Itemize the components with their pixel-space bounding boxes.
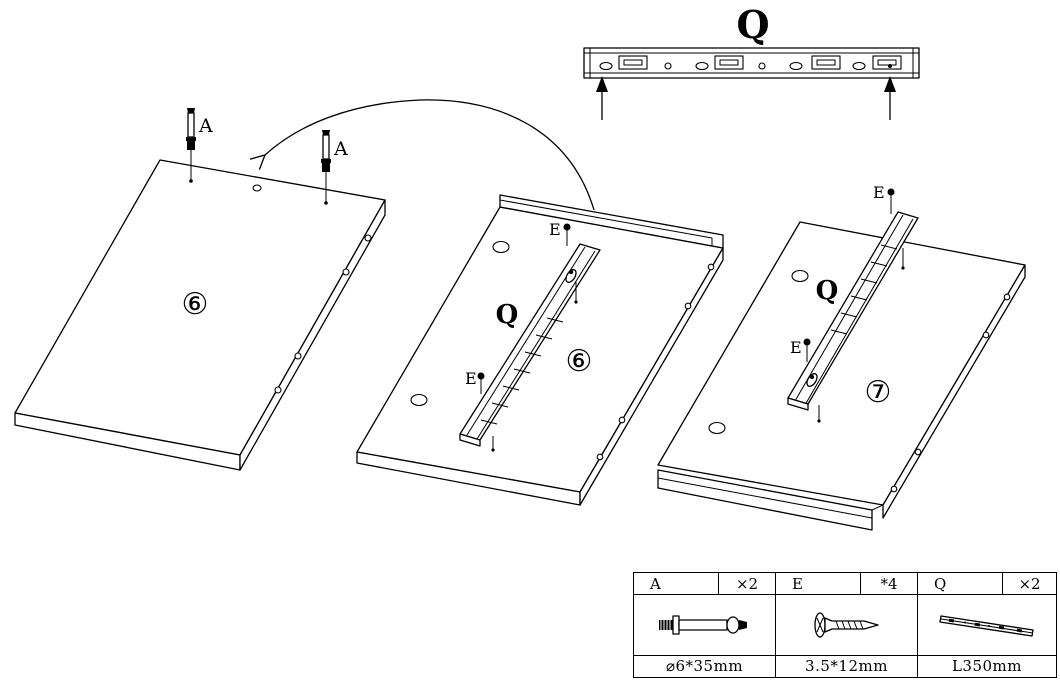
slide-q-arrows: [596, 76, 896, 120]
screw-label-e-middle-1: E: [549, 220, 561, 239]
slide-q-title: Q: [736, 2, 769, 47]
part-q-code: Q: [917, 571, 1003, 596]
part-e-size: 3.5*12mm: [775, 654, 918, 679]
part-a-picture-cell: [633, 594, 776, 656]
part-e-qty: *4: [860, 571, 918, 596]
cam-dowel-icon: [658, 615, 747, 635]
slide-q-mounted-middle: [459, 243, 601, 447]
screw-label-e-right-1: E: [873, 183, 885, 202]
parts-table-picture-row: [633, 594, 1057, 656]
parts-table-size-row: ⌀6*35mm 3.5*12mm L350mm: [633, 654, 1057, 679]
cam-dowel-a-2: [321, 130, 331, 172]
slide-q-detail: Q: [583, 2, 920, 120]
slide-q-holes: [599, 55, 902, 71]
part-a-qty: ×2: [718, 571, 776, 596]
part-a-code: A: [633, 571, 719, 596]
part-e-code: E: [775, 571, 861, 596]
parts-table-header-row: A ×2 E *4 Q ×2: [633, 571, 1057, 596]
panel-number-7-right: ⑦: [865, 375, 892, 410]
panel-number-6-middle: ⑥: [566, 344, 593, 379]
part-e-picture-cell: [775, 594, 918, 656]
part-q-picture-cell: [917, 594, 1057, 656]
cam-dowel-a-1: [186, 108, 196, 150]
fastener-label-a-2: A: [333, 138, 348, 160]
parts-table: A ×2 E *4 Q ×2: [633, 571, 1057, 679]
middle-board-panel: E E Q ⑥: [356, 194, 724, 506]
slide-label-q-right: Q: [816, 276, 839, 306]
left-board-panel: A A ⑥: [14, 108, 386, 471]
flip-arrow: [265, 99, 595, 211]
fastener-label-a-1: A: [198, 115, 213, 137]
right-board-panel: E E Q ⑦: [657, 183, 1026, 531]
panel-number-6-left: ⑥: [182, 287, 209, 322]
wood-screw-icon: [813, 612, 879, 638]
slide-q-mounted-right: [787, 211, 919, 411]
drawer-slide-icon: [939, 615, 1034, 637]
part-q-size: L350mm: [917, 654, 1057, 679]
screw-label-e-right-2: E: [790, 338, 802, 357]
part-a-size: ⌀6*35mm: [633, 654, 776, 679]
slide-label-q-middle: Q: [496, 300, 519, 330]
part-q-qty: ×2: [1002, 571, 1057, 596]
screw-label-e-middle-2: E: [465, 369, 477, 388]
